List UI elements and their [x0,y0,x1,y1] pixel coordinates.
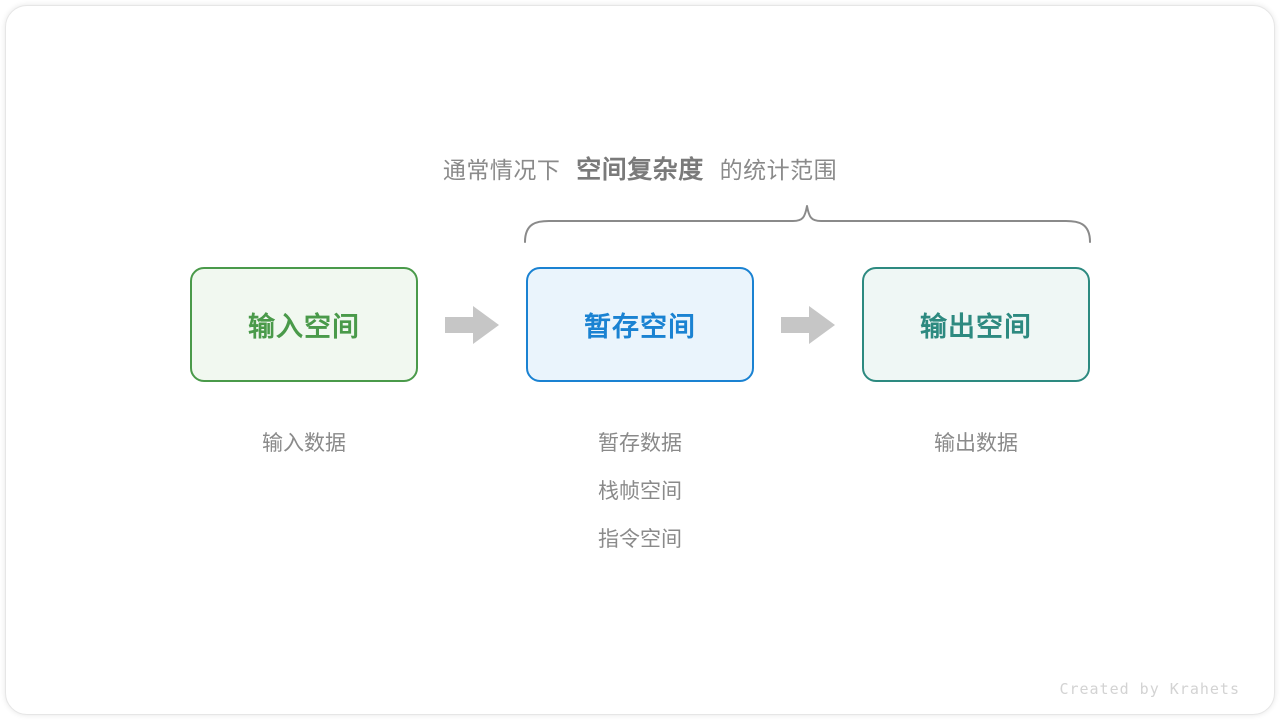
node-input-space[interactable]: 输入空间 [190,267,418,382]
heading-lead-text: 通常情况下 [442,157,561,183]
flow-row: 输入空间 暂存空间 输出空间 [190,267,1090,382]
arrow-right-icon [445,305,499,344]
caption-column-output: 输出数据 [862,420,1090,560]
arrow-right-icon [781,305,835,344]
heading-emphasis-text: 空间复杂度 [576,156,704,184]
caption-line: 暂存数据 [598,432,682,455]
curly-brace-up-icon [524,205,1091,243]
brace-container [515,196,1100,252]
node-temp-space-label: 暂存空间 [584,312,696,342]
node-temp-space[interactable]: 暂存空间 [526,267,754,382]
caption-line: 输入数据 [262,432,346,455]
node-output-space-label: 输出空间 [920,312,1032,342]
caption-column-temp: 暂存数据 栈帧空间 指令空间 [526,420,754,560]
node-output-space[interactable]: 输出空间 [862,267,1090,382]
footer-credit: Created by Krahets [1059,680,1240,698]
captions-row: 输入数据 暂存数据 栈帧空间 指令空间 输出数据 [190,420,1090,560]
caption-line: 指令空间 [598,528,682,551]
caption-line: 输出数据 [934,432,1018,455]
caption-column-input: 输入数据 [190,420,418,560]
heading-trail-text: 的统计范围 [719,157,838,183]
page-title: 通常情况下 空间复杂度 的统计范围 [0,150,1280,186]
caption-line: 栈帧空间 [598,480,682,503]
node-input-space-label: 输入空间 [248,312,360,342]
